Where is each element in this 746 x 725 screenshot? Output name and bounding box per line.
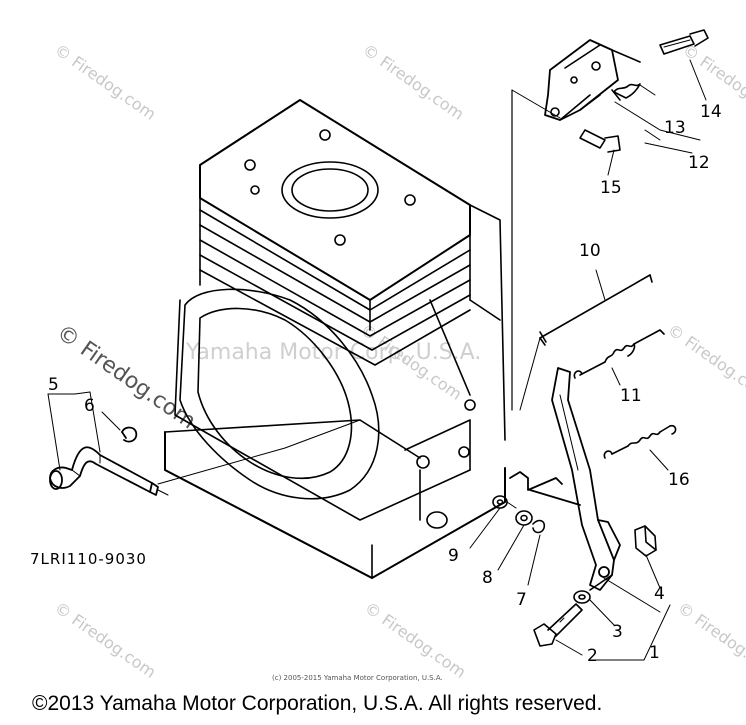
callout-15: 15 <box>600 178 622 198</box>
callout-5: 5 <box>48 375 59 395</box>
callout-12: 12 <box>688 153 710 173</box>
governor-lever <box>509 367 621 591</box>
callout-6: 6 <box>84 396 95 416</box>
leader-lines <box>469 149 671 661</box>
small-copyright: (c) 2005-2015 Yamaha Motor Corporation, … <box>272 674 443 682</box>
governor-bracket-assembly <box>511 29 709 411</box>
callout-4: 4 <box>654 584 665 604</box>
callout-10: 10 <box>579 241 601 261</box>
breather-pipe <box>47 391 169 496</box>
bolt-2 <box>533 574 613 647</box>
callout-7: 7 <box>516 590 527 610</box>
footer-copyright: ©2013 Yamaha Motor Corporation, U.S.A. A… <box>32 692 603 715</box>
callout-3: 3 <box>612 622 623 642</box>
callout-13: 13 <box>664 118 686 138</box>
callout-16: 16 <box>668 470 690 490</box>
spring-16 <box>603 424 677 459</box>
callout-9: 9 <box>448 546 459 566</box>
governor-rod <box>539 274 653 346</box>
watermark-center: Yamaha Motor Corp, U.S.A. <box>186 340 482 365</box>
spring-11 <box>573 329 665 379</box>
engine-block <box>164 99 506 579</box>
callout-1: 1 <box>649 643 660 663</box>
washers <box>492 495 546 534</box>
nut-4 <box>634 525 657 557</box>
callout-8: 8 <box>482 568 493 588</box>
part-code: 7LRI110-9030 <box>30 550 147 568</box>
callout-11: 11 <box>620 386 642 406</box>
callout-2: 2 <box>587 646 598 666</box>
callout-14: 14 <box>700 102 722 122</box>
